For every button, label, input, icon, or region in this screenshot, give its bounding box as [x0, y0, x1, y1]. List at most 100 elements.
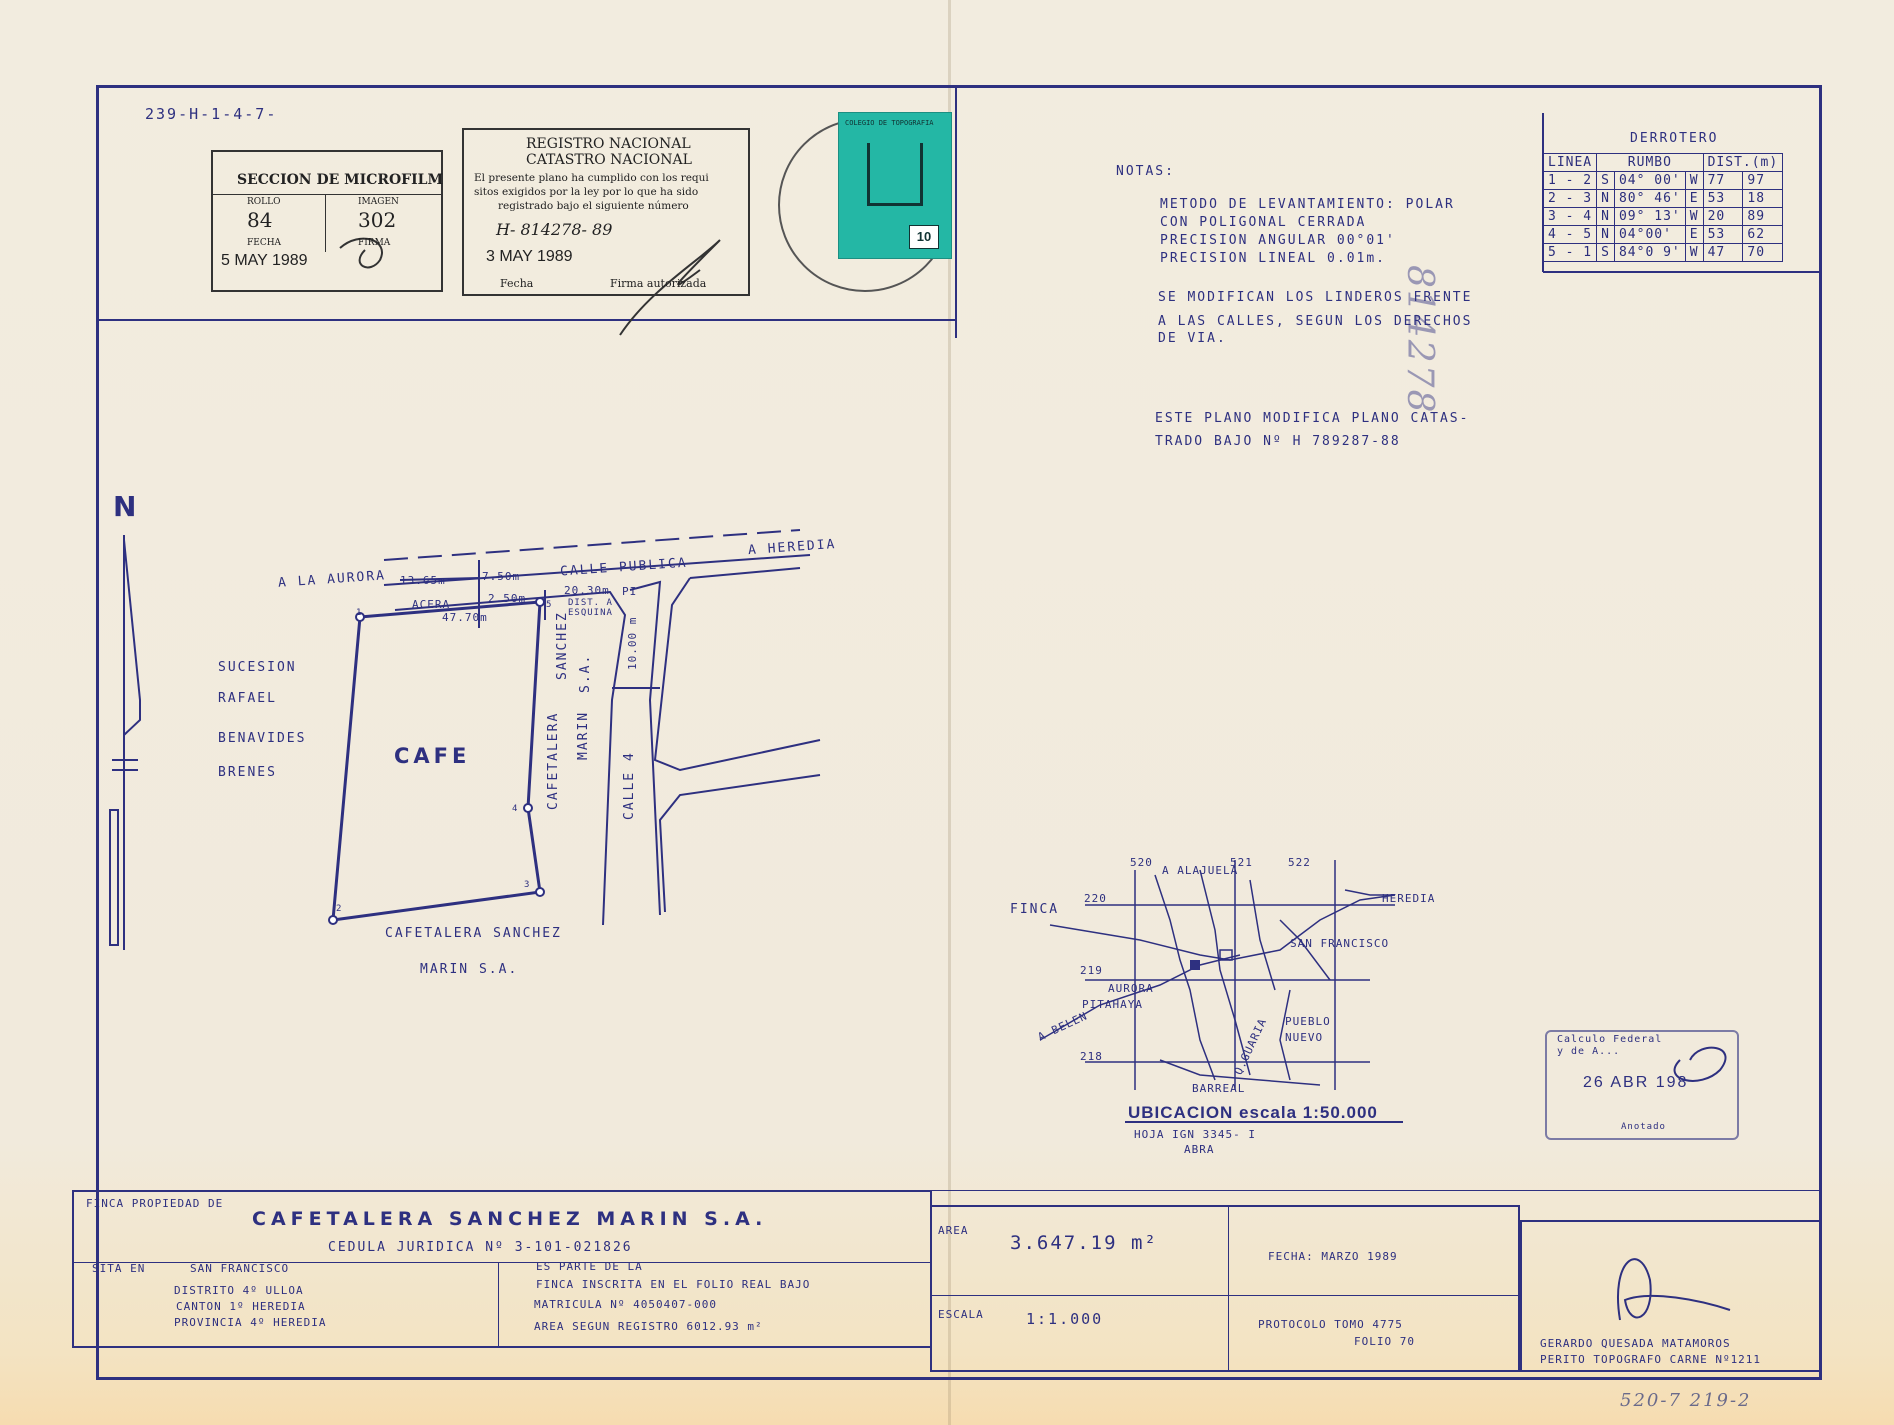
- registro-firma-label: Firma autorizada: [610, 277, 707, 290]
- registro-number: H- 814278- 89: [496, 220, 613, 239]
- folio: FOLIO 70: [1354, 1335, 1415, 1348]
- grid-tick-label: 220: [1084, 892, 1107, 905]
- vertex-label: 5: [546, 600, 553, 610]
- derrotero-cell: 62: [1742, 225, 1784, 244]
- derrotero-cell: N: [1596, 189, 1615, 208]
- tax-stamp-label: COLEGIO DE TOPOGRAFIA: [845, 119, 934, 127]
- derrotero-cell: W: [1684, 171, 1704, 190]
- nota-line: METODO DE LEVANTAMIENTO: POLAR: [1160, 197, 1455, 212]
- distance-label: 10.00 m: [626, 616, 639, 670]
- distance-label: 47.70m: [442, 611, 488, 624]
- rollo-value: 84: [247, 208, 273, 232]
- nota-line: CON POLIGONAL CERRADA: [1160, 215, 1367, 230]
- title-block-top-rule: [72, 1190, 1822, 1191]
- location-map: [1039, 860, 1396, 1090]
- lot-polygon: [328, 597, 545, 925]
- derrotero-cell: 5 - 1: [1542, 243, 1598, 262]
- drawing-border: [96, 85, 1822, 1380]
- finca-propiedad-label: FINCA PROPIEDAD DE: [86, 1197, 224, 1210]
- derrotero-cell: N: [1596, 225, 1615, 244]
- nota-line: PRECISION ANGULAR 00°01': [1160, 233, 1396, 248]
- nota-line: PRECISION LINEAL 0.01m.: [1160, 251, 1387, 266]
- provincia: PROVINCIA 4º HEREDIA: [174, 1316, 327, 1329]
- owner-name: CAFETALERA SANCHEZ MARIN S.A.: [252, 1208, 768, 1230]
- derrotero-cell: 53: [1702, 225, 1744, 244]
- derrotero-cell: 18: [1742, 189, 1784, 208]
- owner-right-line: S.A.: [578, 653, 593, 693]
- calle-4-label: CALLE 4: [622, 751, 637, 820]
- topography-tax-stamp: COLEGIO DE TOPOGRAFIA 10: [838, 112, 952, 259]
- abra-label: ABRA: [1184, 1143, 1215, 1156]
- imagen-value: 302: [358, 208, 397, 232]
- dist-esquina-label: DIST. A ESQUINA: [568, 598, 613, 618]
- derrotero-cell: 3 - 4: [1542, 207, 1598, 226]
- derrotero-header: LINEA: [1542, 153, 1598, 172]
- microfilm-stamp: SECCION DE MICROFILM ROLLO 84 IMAGEN 302…: [211, 150, 443, 292]
- derrotero-header: RUMBO: [1596, 153, 1704, 172]
- es-parte-label: ES PARTE DE LA: [536, 1260, 643, 1273]
- canton: CANTON 1º HEREDIA: [176, 1300, 306, 1313]
- cafe-label: CAFE: [394, 744, 471, 768]
- barreal-label: BARREAL: [1192, 1082, 1246, 1095]
- calculo-stamp-label: Anotado: [1621, 1122, 1666, 1132]
- registro-fecha-label: Fecha: [500, 277, 534, 290]
- derrotero-cell: 20: [1702, 207, 1744, 226]
- north-arrow: [109, 535, 141, 950]
- registro-date: 3 MAY 1989: [486, 248, 573, 265]
- owner-right-line: SANCHEZ: [555, 611, 570, 680]
- escala-value: 1:1.000: [1026, 1310, 1104, 1328]
- pueblo-nuevo-label: NUEVO: [1285, 1031, 1324, 1044]
- title-block-rule: [930, 1295, 1520, 1296]
- derrotero-cell: 4 - 5: [1542, 225, 1598, 244]
- grid-tick-label: 218: [1080, 1050, 1103, 1063]
- microfilm-signature: [339, 237, 383, 269]
- grid-tick-label: 219: [1080, 964, 1103, 977]
- firma-label: FIRMA: [358, 238, 391, 248]
- derrotero-cell: 1 - 2: [1542, 171, 1598, 190]
- san-francisco-label: SAN FRANCISCO: [1290, 937, 1390, 950]
- registro-text-line: sitos exigidos por la ley por lo que ha …: [474, 186, 699, 198]
- title-block-rule: [498, 1262, 499, 1348]
- title-block-area-cell: [930, 1205, 1520, 1372]
- area-label: AREA: [938, 1224, 969, 1237]
- derrotero-cell: 77: [1702, 171, 1744, 190]
- derrotero-cell: 80° 46': [1613, 189, 1686, 208]
- calculo-stamp: Calculo Federal y de A... 26 ABR 198 Ano…: [1545, 1030, 1739, 1140]
- escala-label: ESCALA: [938, 1308, 984, 1321]
- derrotero-cell: W: [1684, 207, 1704, 226]
- grid-tick-label: 522: [1288, 856, 1311, 869]
- derrotero-cell: 97: [1742, 171, 1784, 190]
- area-value: 3.647.19 m²: [1010, 1232, 1158, 1254]
- owner-bottom-line: CAFETALERA SANCHEZ: [385, 926, 562, 941]
- distrito: DISTRITO 4º ULLOA: [174, 1284, 304, 1297]
- derrotero-cell: 47: [1702, 243, 1744, 262]
- title-block-rule: [1228, 1205, 1229, 1372]
- microfilm-date: 5 MAY 1989: [221, 252, 308, 269]
- vertex-label: 2: [336, 904, 343, 914]
- derrotero-title: DERROTERO: [1630, 131, 1719, 146]
- vertex-label: 3: [524, 880, 531, 890]
- alajuela-label: A ALAJUELA: [1162, 864, 1239, 877]
- derrotero-cell: 53: [1702, 189, 1744, 208]
- cedula-juridica: CEDULA JURIDICA Nº 3-101-021826: [328, 1240, 633, 1255]
- owner-left-line: SUCESION: [218, 660, 297, 675]
- derrotero-cell: 89: [1742, 207, 1784, 226]
- nota-line: A LAS CALLES, SEGUN LOS DERECHOS: [1158, 314, 1473, 329]
- finca-inscrita-label: FINCA INSCRITA EN EL FOLIO REAL BAJO: [536, 1278, 811, 1291]
- sita-value: SAN FRANCISCO: [190, 1262, 290, 1275]
- perito-carne: PERITO TOPOGRAFO CARNE Nº1211: [1540, 1353, 1762, 1366]
- registro-text-line: registrado bajo el siguiente número: [498, 200, 689, 212]
- north-label: N: [113, 490, 137, 523]
- vertex-label: 1: [356, 608, 363, 618]
- stamp-signature: [1673, 1046, 1727, 1082]
- owner-left-line: RAFAEL: [218, 691, 277, 706]
- perito-name: GERARDO QUESADA MATAMOROS: [1540, 1337, 1731, 1350]
- distance-label: 7.50m: [482, 570, 521, 583]
- owner-left-line: BRENES: [218, 765, 277, 780]
